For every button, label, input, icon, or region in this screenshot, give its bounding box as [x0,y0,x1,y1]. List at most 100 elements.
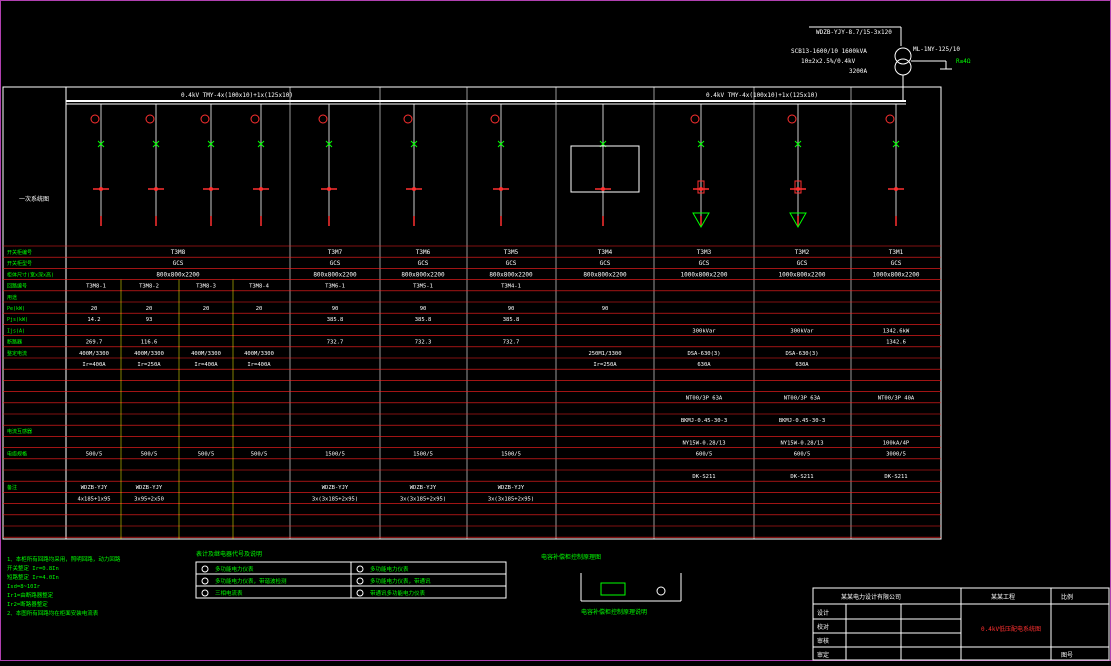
setting-value: 630A [697,362,711,368]
capacitor-control-circuit: 电容补偿柜控制原理图 电容补偿柜控制原理说明 [541,553,682,616]
project-name: 某某工程 [991,593,1015,601]
bus-link-label: 3200A [849,68,867,75]
note-line: 1、本柜所有回路均采用，照明回路，动力回路 [7,555,121,563]
role-approve: 审定 [817,651,829,659]
cap-breaker-value: NT00/3P 63A [784,396,821,402]
legend-box: 表计及继电器代号及说明 多功能电力仪表多功能电力仪表，带谐波检测三相电流表多功能… [195,550,507,599]
dk-value: DK-S211 [790,474,813,480]
circuit-code: T3M8-1 [86,284,106,290]
drawing-name: 0.4kV低压配电系统图 [981,625,1041,633]
legend-symbol-icon [201,589,209,597]
feeder-branch [885,104,904,226]
row-label: 开关柜编号 [7,249,32,256]
pjs-value: 385.8 [503,317,520,323]
cabinet-model: GCS [506,260,517,267]
feeder-branch [250,104,269,226]
ijs-value: 116.6 [141,340,158,346]
pf-value: 300kVar [692,328,716,334]
legend-item: 多功能电力仪表，带通讯 [370,577,431,585]
row-label: 备注 [7,484,17,491]
cabinet-size: 1000x800x2200 [873,271,920,278]
cabinet-size: 800x800x2200 [401,271,445,278]
row-label: Pjs(kW) [7,317,28,323]
note-line: 开关整定 Ir=0.8In [7,564,59,572]
control-circuit-note: 电容补偿柜控制原理说明 [581,608,647,616]
capacitor-icon [789,212,807,229]
fuse-icon [794,180,802,194]
legend-title: 表计及继电器代号及说明 [196,550,262,558]
capacitor-icon [692,212,710,229]
cabinet-size: 800x800x2200 [313,271,357,278]
feeder-branch [787,104,806,226]
cable-size-value: 3x95+2x50 [134,496,164,502]
feeder-branch [318,104,337,226]
ijs-value: 732.7 [327,340,344,346]
ct-value: 1500/5 [325,452,345,458]
legend-symbol-icon [201,565,209,573]
row-label: 整定电流 [7,350,27,357]
circuit-code: T3M6-1 [325,284,345,290]
setting-value: Ir=250A [593,362,617,368]
cabinet-code: T3M4 [598,249,613,256]
busbar: 0.4kV TMY-4x(100x10)+1x(125x10) 0.4kV TM… [66,92,906,105]
ct-value: 500/5 [141,452,158,458]
meter-icon [885,114,895,124]
transformer-spec-1: SCB13-1600/10 1600kVA [791,48,867,55]
busbar-label-right: 0.4kV TMY-4x(100x10)+1x(125x10) [706,92,818,99]
pjs-value: 93 [146,317,153,323]
meter-icon [318,114,328,124]
cable-type-value: WDZB-YJY [81,485,108,491]
pf-value: 1342.6kW [883,328,910,334]
note-line: Isd=8~10Ir [7,584,41,590]
legend-item: 多功能电力仪表，带谐波检测 [215,577,287,585]
cabinet-size: 800x800x2200 [489,271,533,278]
meter-icon [145,114,155,124]
breaker-icon [794,140,802,148]
row-label: 开关柜型号 [7,260,32,267]
transformer-spec-2: 10±2x2.5%/0.4kV [801,58,856,65]
circuit-code: T3M8-2 [139,284,159,290]
pe-value: 90 [420,306,427,312]
feeder-branch [403,104,422,226]
cabinet-code: T3M8 [171,249,186,256]
breaker-value: 400M/3300 [134,351,164,357]
meter-icon [403,114,413,124]
title-block: 某某电力设计有限公司 某某工程 0.4kV低压配电系统图 设计 校对 审核 审定… [812,587,1110,661]
ct-value: 600/5 [696,452,713,458]
ct-value: 1500/5 [413,452,433,458]
row-label: 电缆规格 [7,451,27,458]
breaker-value: 400M/3300 [244,351,274,357]
load-box [570,145,640,193]
circuit-code: T3M5-1 [413,284,433,290]
ct-value: 500/5 [198,452,215,458]
ct-value: 1500/5 [501,452,521,458]
cabinet-size: 800x800x2200 [156,271,200,278]
breaker-value: 400M/3300 [79,351,109,357]
pe-value: 90 [602,306,609,312]
breaker-icon [325,140,333,148]
ijs-value: 1342.6 [886,340,906,346]
breaker-icon [892,140,900,148]
setting-value: Ir=400A [247,362,271,368]
ijs-value: 732.7 [503,340,520,346]
feeder-branch [200,104,219,226]
legend-item: 三相电流表 [215,589,243,597]
row-label: 断路器 [7,339,22,346]
cabinet-code: T3M6 [416,249,431,256]
row-label: 柜体尺寸(宽x深x高) [7,271,54,278]
cable-size-value: 3x(3x185+2x95) [488,496,534,502]
pf-value: 300kVar [790,328,814,334]
cabinet-size: 800x800x2200 [583,271,627,278]
breaker-value: DSA-630(3) [785,351,818,357]
feeder-branch [490,104,509,226]
meter-icon [90,114,100,124]
role-review: 审核 [817,637,829,645]
ijs-value: 269.7 [86,340,103,346]
cabinet-code: T3M1 [889,249,904,256]
breaker-icon [207,140,215,148]
ct-value: 600/5 [794,452,811,458]
ijs-value: 732.3 [415,340,432,346]
meter-icon [200,114,210,124]
